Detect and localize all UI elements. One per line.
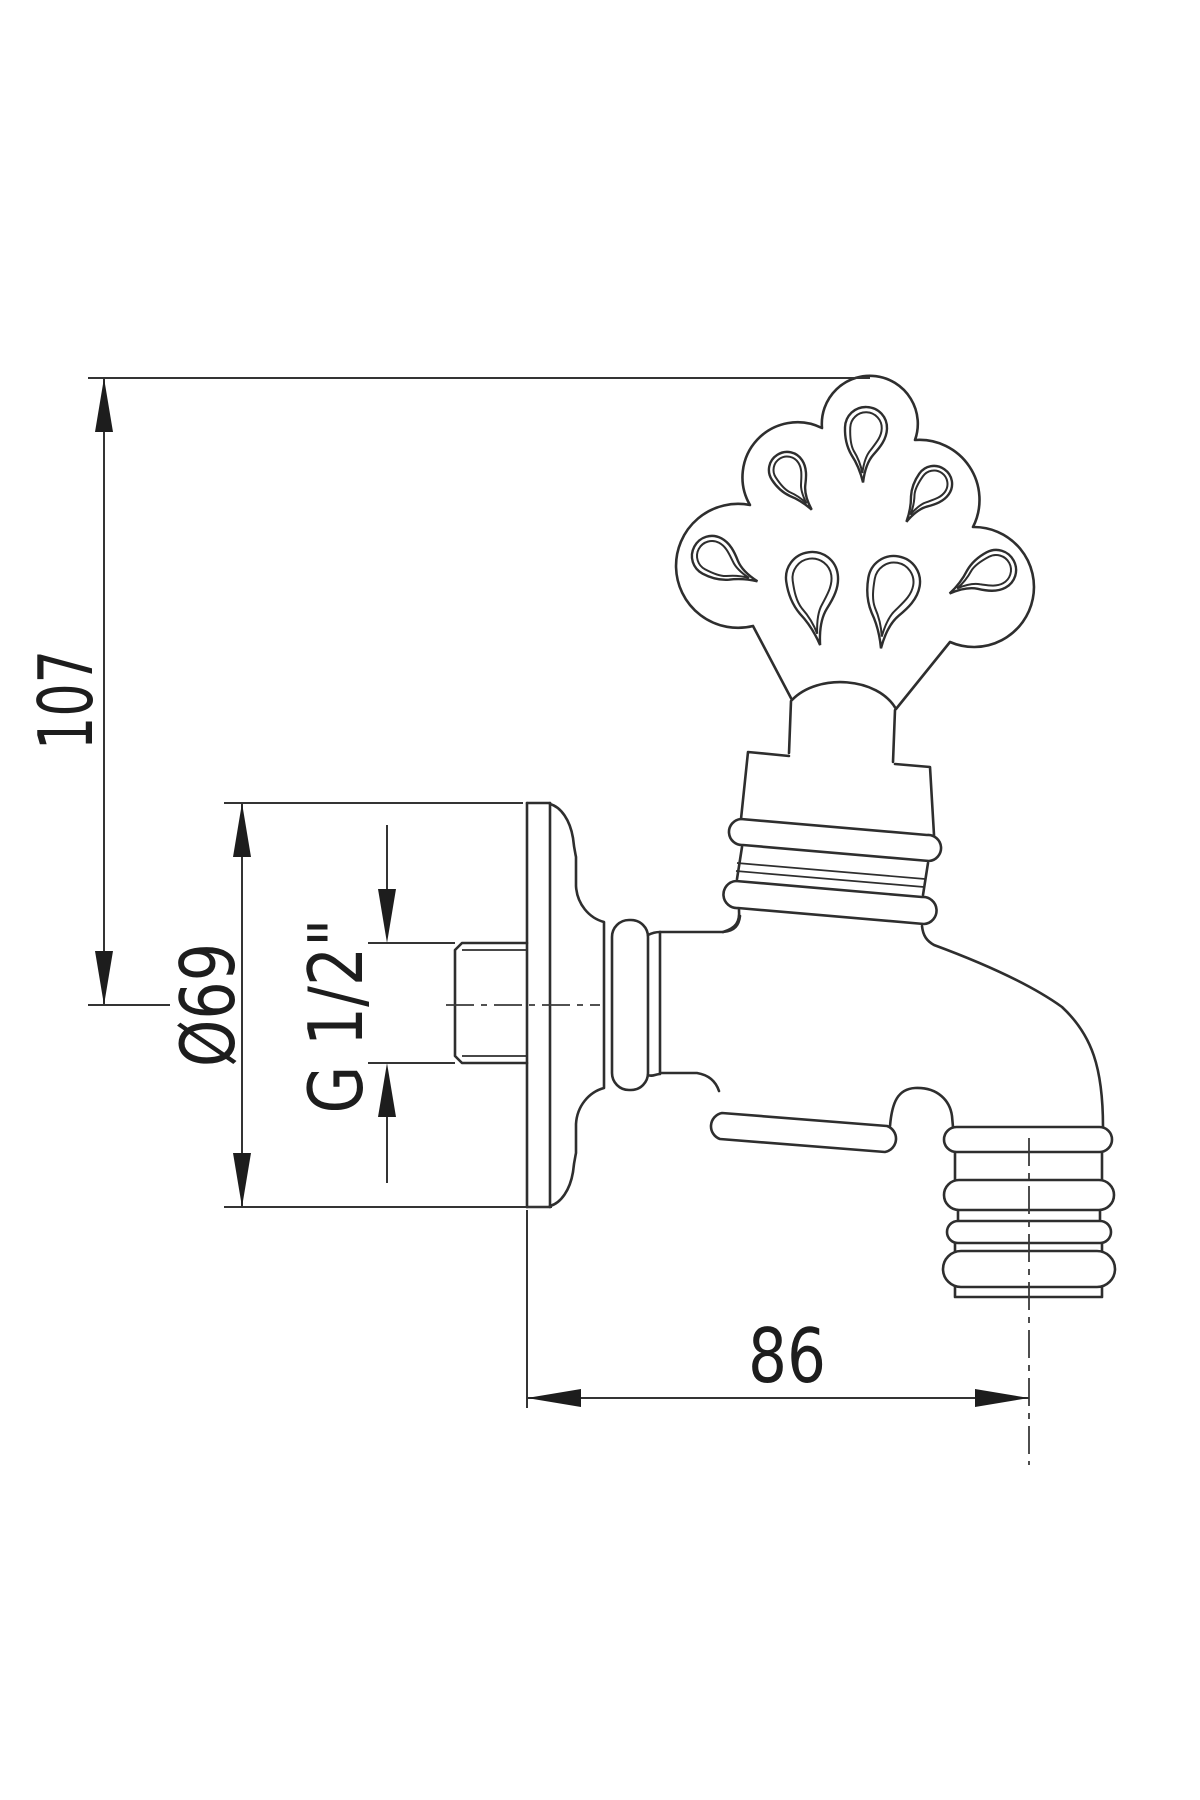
collar-ring [610, 918, 662, 1092]
dim-overall-height: 107 [22, 377, 870, 1006]
dim-label-overall-height: 107 [22, 650, 110, 750]
handle [674, 374, 1036, 711]
faucet-outline [446, 374, 1117, 1465]
valve-body [658, 914, 1105, 1129]
thread-nipple [453, 941, 529, 1065]
hose-connector [941, 1125, 1117, 1299]
dim-flange-diameter: Ø69 [164, 802, 552, 1208]
dim-inlet-thread: G 1/2" [292, 825, 455, 1183]
bonnet-nut [721, 750, 943, 934]
dim-wall-projection: 86 [526, 1210, 1029, 1408]
stem-boss [787, 699, 897, 764]
dim-label-inlet-thread: G 1/2" [292, 919, 380, 1114]
lever-tab [709, 1111, 898, 1154]
dim-label-wall-projection: 86 [748, 1312, 826, 1400]
dim-label-flange-diameter: Ø69 [164, 943, 252, 1067]
